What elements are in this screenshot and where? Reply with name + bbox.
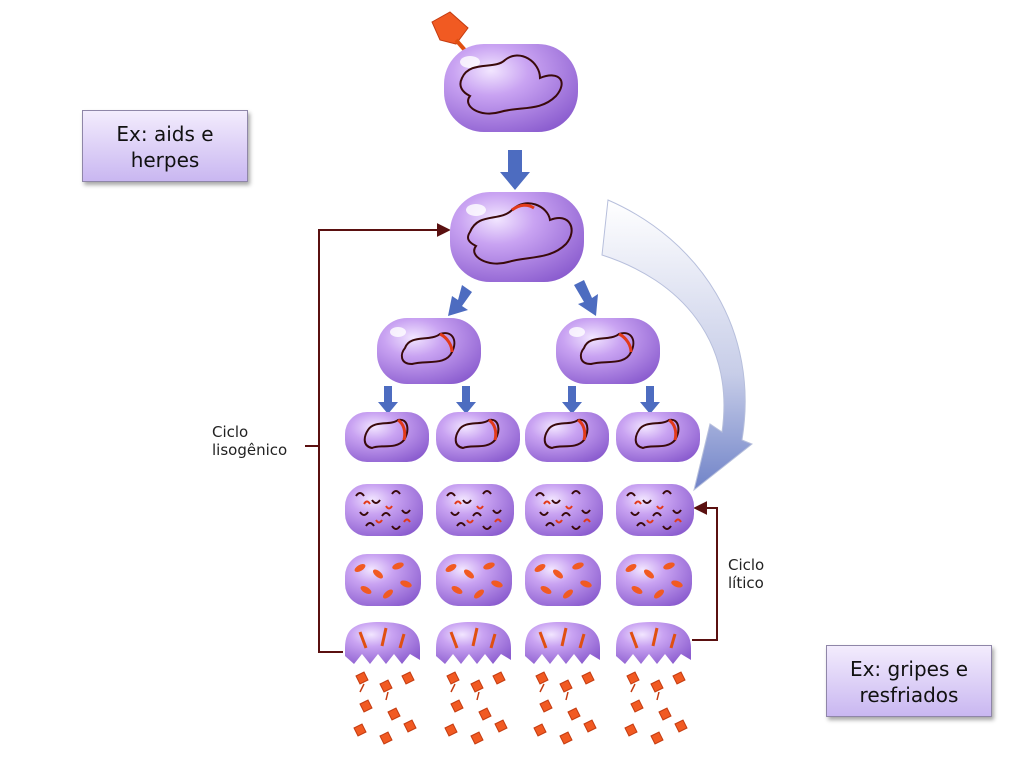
lysogenic-label-line2: lisogênico — [212, 441, 287, 459]
replicating-cell-row — [345, 484, 694, 536]
lysogenic-loop-line — [305, 223, 451, 653]
released-phages — [353, 671, 688, 745]
lysogenic-cell-1 — [345, 412, 429, 462]
assembly-cell-row — [345, 554, 692, 606]
note-gripes-line1: Ex: gripes e — [849, 657, 969, 681]
lysogenic-cell-row — [345, 412, 700, 462]
small-arrows — [378, 150, 660, 414]
note-aids-line2: herpes — [130, 148, 200, 172]
lytic-label: Ciclo lítico — [728, 556, 769, 592]
lysogenic-cell-4 — [616, 412, 700, 462]
lysogenic-cell-2 — [436, 412, 520, 462]
lysogenic-label: Ciclo lisogênico — [212, 423, 287, 459]
lytic-label-line2: lítico — [728, 574, 764, 592]
note-aids-herpes: Ex: aids e herpes — [82, 110, 248, 182]
lytic-label-line1: Ciclo — [728, 556, 764, 574]
daughter-cell-left — [377, 318, 481, 384]
lysogenic-label-line1: Ciclo — [212, 423, 248, 441]
note-gripes-line2: resfriados — [859, 683, 959, 707]
big-curved-arrow — [601, 199, 753, 492]
note-aids-line1: Ex: aids e — [116, 122, 214, 146]
note-gripes-resfriados: Ex: gripes e resfriados — [826, 645, 992, 717]
lysis-cell-row — [345, 622, 691, 664]
lytic-loop-line — [692, 501, 718, 641]
phage-tails — [359, 683, 660, 701]
bacterial-cell-integrated-dna — [450, 192, 584, 282]
lysogenic-cell-3 — [525, 412, 609, 462]
bacterial-cell-infected — [444, 44, 578, 132]
daughter-cell-right — [556, 318, 660, 384]
